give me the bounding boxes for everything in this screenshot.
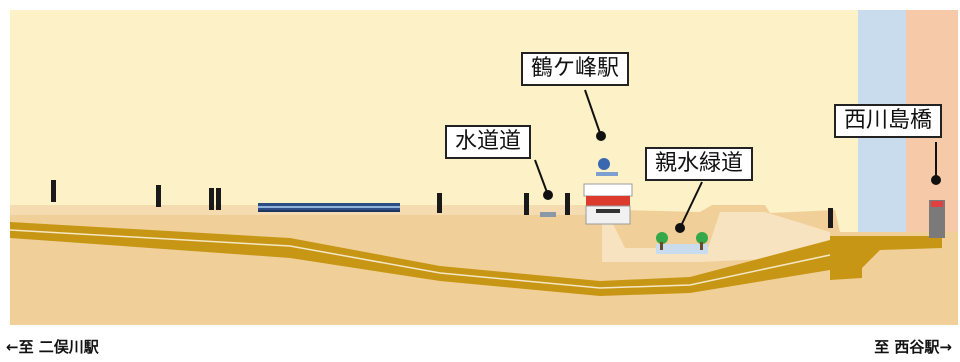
leader-dot (543, 131, 941, 233)
label-tsurugamine-station: 鶴ケ峰駅 (521, 52, 630, 86)
station-building (583, 158, 633, 225)
direction-right-label: 至 西谷駅→ (874, 338, 952, 356)
label-nishikawashima-bridge: 西川島橋 (834, 104, 943, 138)
signal-post (51, 180, 833, 228)
label-suidoudo: 水道道 (445, 125, 532, 159)
railway-tunnel (10, 222, 830, 296)
park (656, 232, 708, 254)
suidoudo-crossing (540, 212, 556, 217)
tunnel-portal (830, 236, 942, 280)
bridge-signal (929, 200, 945, 238)
tunnel-line (9, 229, 831, 289)
train (258, 203, 400, 212)
direction-left-label: ←至 二俣川駅 (6, 338, 99, 356)
leader-line (534, 89, 937, 229)
label-shinsui-ryokudo: 親水緑道 (645, 147, 754, 181)
